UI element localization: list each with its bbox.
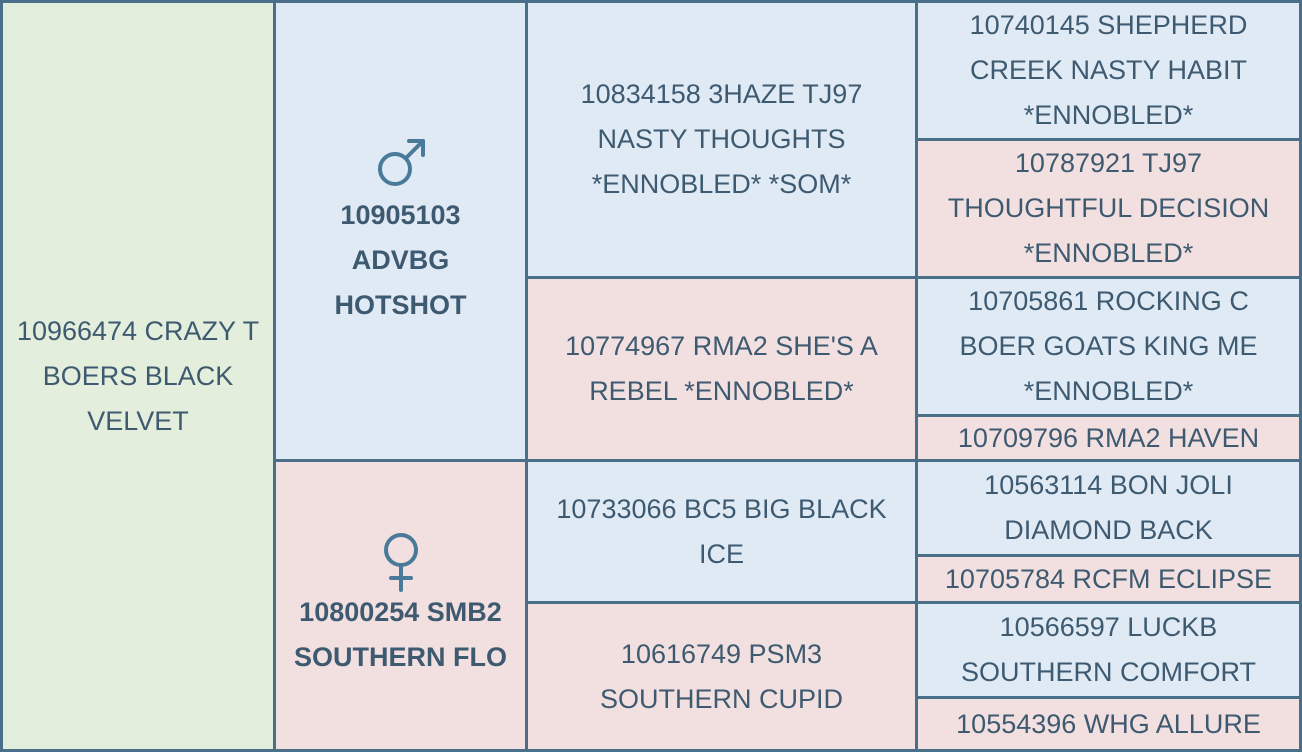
ggen-cell: 10740145 SHEPHERD CREEK NASTY HABIT *ENN… <box>918 3 1299 138</box>
ggen-cell: 10563114 BON JOLI DIAMOND BACK <box>918 462 1299 554</box>
sire-dam-cell: 10774967 RMA2 SHE'S A REBEL *ENNOBLED* <box>528 279 915 459</box>
ggen-cell: 10566597 LUCKB SOUTHERN COMFORT <box>918 604 1299 696</box>
female-icon <box>371 532 431 592</box>
dam-name: 10800254 SMB2 SOUTHERN FLO <box>294 596 507 672</box>
sire-name: 10905103 ADVBG HOTSHOT <box>334 199 467 320</box>
ggen-name: 10563114 BON JOLI DIAMOND BACK <box>984 470 1233 545</box>
subject-cell: 10966474 CRAZY T BOERS BLACK VELVET <box>3 3 273 749</box>
ggen-name: 10740145 SHEPHERD CREEK NASTY HABIT *ENN… <box>969 10 1248 130</box>
ggen-cell: 10709796 RMA2 HAVEN <box>918 417 1299 459</box>
subject-name: 10966474 CRAZY T BOERS BLACK VELVET <box>16 315 260 436</box>
sire-cell: 10905103 ADVBG HOTSHOT <box>276 3 525 459</box>
ggen-name: 10554396 WHG ALLURE <box>956 709 1261 739</box>
ggen-name: 10566597 LUCKB SOUTHERN COMFORT <box>961 612 1256 687</box>
ggen-name: 10787921 TJ97 THOUGHTFUL DECISION *ENNOB… <box>947 148 1270 268</box>
ggen-cell: 10705861 ROCKING C BOER GOATS KING ME *E… <box>918 279 1299 414</box>
dam-cell: 10800254 SMB2 SOUTHERN FLO <box>276 462 525 749</box>
dam-sire-name: 10733066 BC5 BIG BLACK ICE <box>556 493 887 569</box>
dam-dam-cell: 10616749 PSM3 SOUTHERN CUPID <box>528 604 915 749</box>
sire-sire-name: 10834158 3HAZE TJ97 NASTY THOUGHTS *ENNO… <box>580 79 863 199</box>
ggen-cell: 10554396 WHG ALLURE <box>918 699 1299 749</box>
ggen-name: 10705861 ROCKING C BOER GOATS KING ME *E… <box>959 286 1258 406</box>
dam-dam-name: 10616749 PSM3 SOUTHERN CUPID <box>599 638 843 714</box>
sire-sire-cell: 10834158 3HAZE TJ97 NASTY THOUGHTS *ENNO… <box>528 3 915 276</box>
ggen-cell: 10787921 TJ97 THOUGHTFUL DECISION *ENNOB… <box>918 141 1299 276</box>
ggen-cell: 10705784 RCFM ECLIPSE <box>918 557 1299 601</box>
sire-dam-name: 10774967 RMA2 SHE'S A REBEL *ENNOBLED* <box>565 331 878 406</box>
male-icon <box>371 135 431 195</box>
ggen-name: 10709796 RMA2 HAVEN <box>957 423 1260 453</box>
dam-sire-cell: 10733066 BC5 BIG BLACK ICE <box>528 462 915 601</box>
ggen-name: 10705784 RCFM ECLIPSE <box>944 564 1273 594</box>
